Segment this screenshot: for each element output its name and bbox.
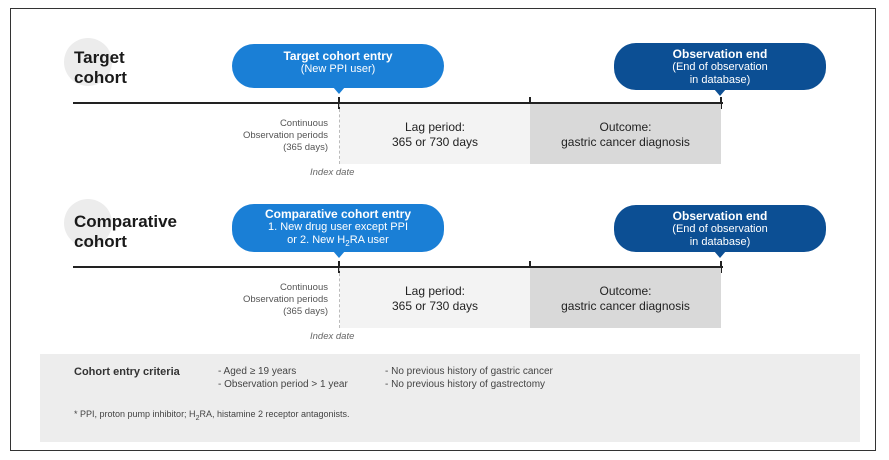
- target-index-dashline: [339, 104, 340, 164]
- comparative-tick-lag-end: [529, 261, 531, 273]
- comparative-lag-period: Lag period: 365 or 730 days: [340, 268, 530, 328]
- footnote: * PPI, proton pump inhibitor; H2RA, hist…: [74, 409, 350, 422]
- target-continuous-label: Continuous Observation periods (365 days…: [242, 118, 328, 153]
- target-tick-end: [720, 97, 722, 109]
- comparative-continuous-label: Continuous Observation periods (365 days…: [242, 282, 328, 317]
- comparative-entry-bubble: Comparative cohort entry 1. New drug use…: [232, 204, 444, 252]
- comparative-end-bubble: Observation end (End of observation in d…: [614, 205, 826, 252]
- target-tick-index: [338, 97, 340, 109]
- target-timeline: [73, 102, 723, 104]
- comparative-end-pointer: [714, 251, 726, 258]
- cohort-entry-criteria-box: Cohort entry criteria - Aged ≥ 19 years …: [40, 354, 860, 442]
- criteria-item-no-gastric-cancer: - No previous history of gastric cancer: [385, 366, 553, 377]
- target-tick-lag-end: [529, 97, 531, 109]
- comparative-entry-sub2: or 2. New H2RA user: [287, 234, 389, 249]
- comparative-tick-index: [338, 261, 340, 273]
- target-outcome: Outcome: gastric cancer diagnosis: [530, 104, 721, 164]
- title-circle-target: [64, 38, 112, 86]
- target-end-pointer: [714, 89, 726, 96]
- comparative-index-dashline: [339, 268, 340, 328]
- criteria-item-no-gastrectomy: - No previous history of gastrectomy: [385, 379, 546, 390]
- target-entry-bubble: Target cohort entry (New PPI user): [232, 44, 444, 88]
- target-end-bubble: Observation end (End of observation in d…: [614, 43, 826, 90]
- comparative-entry-pointer: [333, 251, 345, 258]
- criteria-label: Cohort entry criteria: [74, 366, 180, 378]
- target-entry-pointer: [333, 87, 345, 94]
- target-index-date: Index date: [310, 167, 355, 178]
- target-cohort-title: Target cohort: [74, 48, 127, 87]
- criteria-item-age: - Aged ≥ 19 years: [218, 366, 297, 377]
- comparative-timeline: [73, 266, 723, 268]
- comparative-outcome: Outcome: gastric cancer diagnosis: [530, 268, 721, 328]
- title-circle-comparative: [64, 199, 112, 247]
- comparative-cohort-title: Comparative cohort: [74, 212, 177, 251]
- comparative-tick-end: [720, 261, 722, 273]
- comparative-index-date: Index date: [310, 331, 355, 342]
- target-lag-period: Lag period: 365 or 730 days: [340, 104, 530, 164]
- criteria-item-observation: - Observation period > 1 year: [218, 379, 348, 390]
